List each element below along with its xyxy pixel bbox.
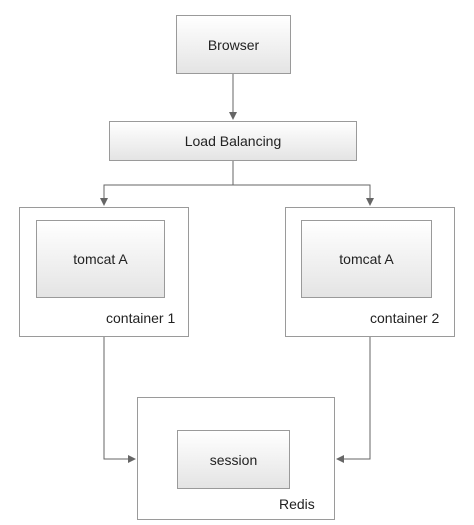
tomcat-a-label-2: tomcat A [339, 251, 394, 267]
session-label: session [209, 451, 258, 468]
tomcat-a-node-1: tomcat A [36, 220, 165, 298]
session-node: session [177, 430, 290, 489]
container-2-caption: container 2 [370, 310, 440, 326]
tomcat-a-node-2: tomcat A [301, 220, 432, 298]
edge-container2-to-redis [336, 337, 371, 463]
container-1-caption: container 1 [106, 310, 176, 326]
load-balancing-label: Load Balancing [184, 133, 282, 149]
edge-lb-to-containers [100, 161, 234, 206]
browser-node: Browser [176, 15, 291, 74]
edge-lb-to-container2 [233, 184, 374, 206]
tomcat-a-label-1: tomcat A [73, 251, 128, 267]
redis-caption: Redis [279, 496, 315, 512]
browser-label: Browser [207, 36, 260, 53]
edge-container1-to-redis [103, 337, 136, 463]
load-balancing-node: Load Balancing [109, 121, 357, 161]
